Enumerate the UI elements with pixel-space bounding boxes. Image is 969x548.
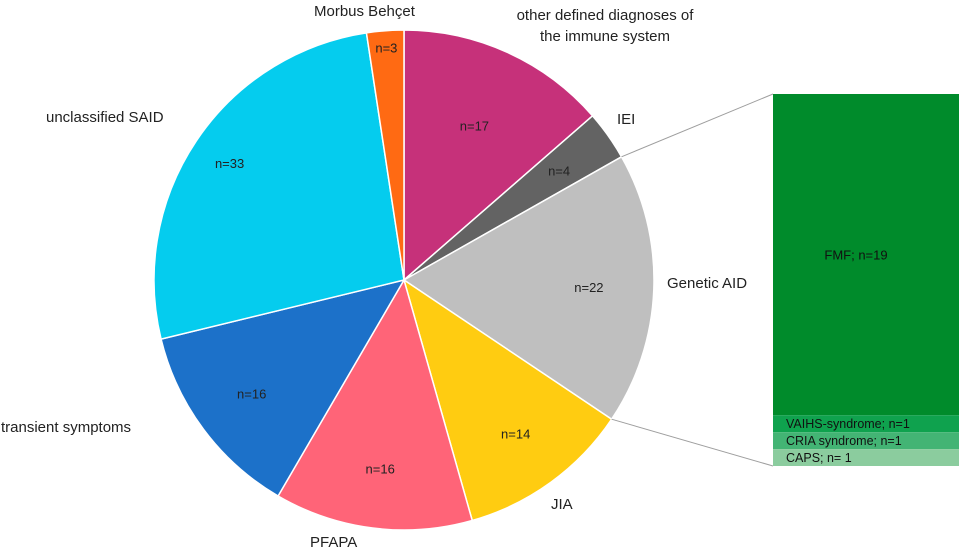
pie-value-label-other-defined-diagnoses-of-the-immune-system: n=17 xyxy=(460,118,489,133)
pie-slice-morbus-beh-et xyxy=(365,29,405,281)
pie-slice-transient-symptoms xyxy=(160,278,406,498)
pie-value-label-pfapa: n=16 xyxy=(366,462,395,477)
pie-value-label-genetic-aid: n=22 xyxy=(574,280,603,295)
pie-slice-other-defined-diagnoses-of-the-immune-system xyxy=(403,29,594,282)
bar-segment-label-caps: CAPS; n= 1 xyxy=(786,451,852,465)
pie-category-label-iei: IEI xyxy=(617,111,635,128)
bar-segment-fmf xyxy=(773,94,959,416)
pie-slice-genetic-aid xyxy=(402,155,655,421)
pie-value-label-unclassified-said: n=33 xyxy=(215,156,244,171)
connector-line-bottom xyxy=(611,418,774,467)
pie-value-label-transient-symptoms: n=16 xyxy=(237,387,266,402)
pie-category-label-genetic-aid: Genetic AID xyxy=(667,275,747,292)
bar-segment-caps xyxy=(773,449,959,466)
pie-slice-unclassified-said xyxy=(153,31,405,341)
pie-category-label-pfapa: PFAPA xyxy=(310,534,357,548)
pie-category-label-transient-symptoms: transient symptoms xyxy=(1,419,131,436)
bar-segment-label-fmf: FMF; n=19 xyxy=(824,248,887,263)
pie-category-label-morbus-beh-et: Morbus Behçet xyxy=(314,3,416,20)
pie-value-label-jia: n=14 xyxy=(501,427,530,442)
pie-value-label-iei: n=4 xyxy=(548,163,570,178)
bar-segment-vaihs-syndrome xyxy=(773,415,959,433)
pie-slice-pfapa xyxy=(277,278,474,531)
bar-segment-label-cria-syndrome: CRIA syndrome; n=1 xyxy=(786,434,902,448)
bar-segment-cria-syndrome xyxy=(773,432,959,450)
pie-chart xyxy=(153,29,655,531)
connector-line-top xyxy=(621,93,774,158)
bar-segment-label-vaihs-syndrome: VAIHS-syndrome; n=1 xyxy=(786,417,910,431)
pie-category-label-unclassified-said: unclassified SAID xyxy=(46,109,164,126)
pie-category-label-jia: JIA xyxy=(551,496,573,513)
breakdown-connector-lines xyxy=(611,93,774,467)
pie-value-label-morbus-beh-et: n=3 xyxy=(375,41,397,56)
